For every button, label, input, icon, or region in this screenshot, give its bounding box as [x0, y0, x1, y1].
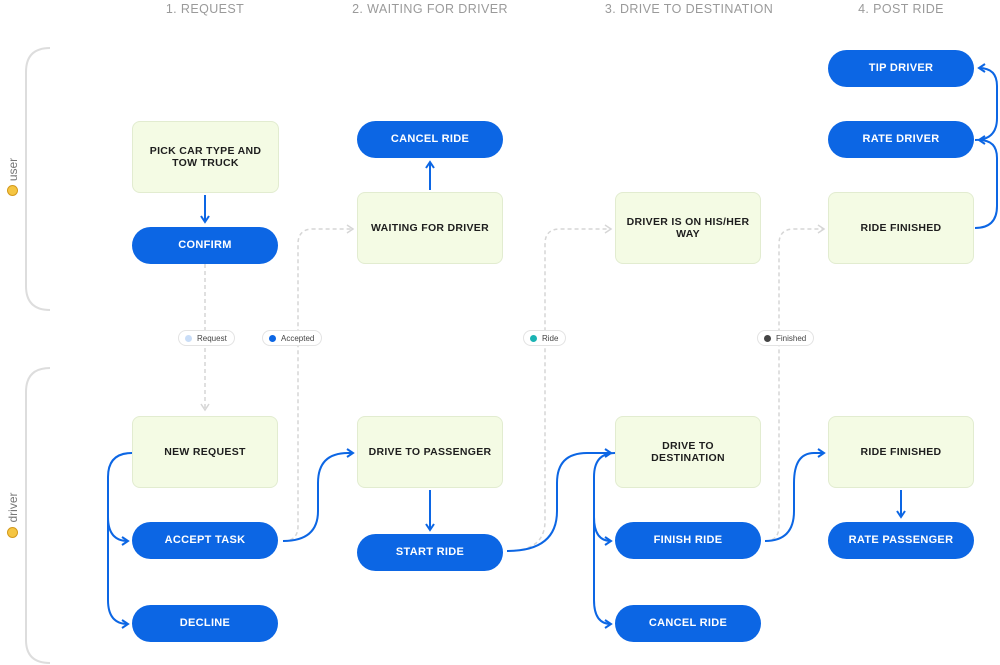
signal-accepted-line: [282, 224, 355, 542]
state-pick-car-type: PICK CAR TYPE AND TOW TRUCK: [132, 121, 279, 193]
flow-finished-to-rate: [974, 135, 998, 229]
state-waiting-for-driver: WAITING FOR DRIVER: [357, 192, 503, 264]
state-new-request: NEW REQUEST: [132, 416, 278, 488]
accept-task-button[interactable]: ACCEPT TASK: [132, 522, 278, 559]
lane-label-user: user: [6, 152, 20, 202]
state-drive-to-passenger: DRIVE TO PASSENGER: [357, 416, 503, 488]
flow-new-to-accept: [107, 452, 133, 546]
state-ride-finished-driver: RIDE FINISHED: [828, 416, 974, 488]
start-ride-button[interactable]: START RIDE: [357, 534, 503, 571]
rate-driver-button[interactable]: RATE DRIVER: [828, 121, 974, 158]
state-ride-finished-user: RIDE FINISHED: [828, 192, 974, 264]
user-emoji-icon: [7, 185, 18, 197]
signal-tag-ride: Ride: [523, 330, 567, 346]
rate-passenger-button[interactable]: RATE PASSENGER: [828, 522, 974, 559]
signal-tag-request: Request: [178, 330, 235, 346]
flow-finish-to-finished: [764, 448, 826, 542]
finished-dot-icon: [764, 334, 771, 342]
accepted-dot-icon: [269, 334, 276, 342]
confirm-button[interactable]: CONFIRM: [132, 227, 278, 264]
cancel-ride-button-user[interactable]: CANCEL RIDE: [357, 121, 503, 158]
decline-button[interactable]: DECLINE: [132, 605, 278, 642]
signal-finished-line: [764, 224, 826, 542]
column-header-request: 1. REQUEST: [165, 2, 245, 16]
flow-destination-to-finish: [593, 452, 616, 546]
flow-start-to-destination: [506, 448, 613, 552]
lane-label-driver: driver: [6, 490, 20, 540]
driver-lane-bracket: [25, 367, 51, 664]
flow-accept-to-drive: [282, 448, 355, 542]
request-dot-icon: [185, 334, 192, 342]
flow-new-to-decline: [107, 515, 130, 629]
signal-ride-line: [506, 224, 613, 552]
signal-tag-finished: Finished: [757, 330, 815, 346]
flow-rate-to-tip: [974, 63, 998, 141]
signal-tag-accepted: Accepted: [262, 330, 323, 346]
state-drive-to-destination: DRIVE TO DESTINATION: [615, 416, 761, 488]
ride-dot-icon: [530, 334, 537, 342]
flow-destination-to-cancel: [593, 515, 613, 629]
user-lane-bracket: [25, 47, 51, 311]
tip-driver-button[interactable]: TIP DRIVER: [828, 50, 974, 87]
finish-ride-button[interactable]: FINISH RIDE: [615, 522, 761, 559]
column-header-drive: 3. DRIVE TO DESTINATION: [604, 2, 774, 16]
state-driver-on-way: DRIVER IS ON HIS/HER WAY: [615, 192, 761, 264]
column-header-waiting: 2. WAITING FOR DRIVER: [352, 2, 508, 16]
driver-emoji-icon: [7, 526, 18, 538]
column-header-post-ride: 4. POST RIDE: [858, 2, 944, 16]
cancel-ride-button-driver[interactable]: CANCEL RIDE: [615, 605, 761, 642]
